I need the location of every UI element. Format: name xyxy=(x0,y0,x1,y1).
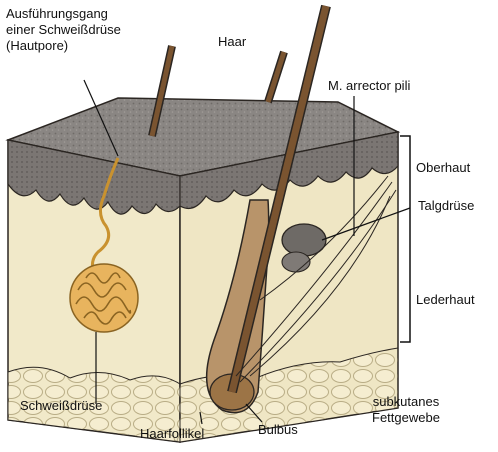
label-arrector-pili: M. arrector pili xyxy=(328,78,410,94)
label-ausfuehrungsgang: Ausführungsgang einer Schweißdrüse (Haut… xyxy=(6,6,121,54)
label-subkutanes-fettgewebe: subkutanes Fettgewebe xyxy=(372,394,440,426)
layer-bracket xyxy=(400,136,410,342)
label-talgdruese: Talgdrüse xyxy=(418,198,474,214)
label-bulbus: Bulbus xyxy=(258,422,298,438)
label-oberhaut: Oberhaut xyxy=(416,160,470,176)
sweat-gland xyxy=(70,264,138,332)
label-haar: Haar xyxy=(218,34,246,50)
label-haarfollikel: Haarfollikel xyxy=(140,426,204,442)
label-lederhaut: Lederhaut xyxy=(416,292,475,308)
label-schweissdruese: Schweißdrüse xyxy=(20,398,102,414)
hair-shaft-middle-inner xyxy=(268,52,284,102)
